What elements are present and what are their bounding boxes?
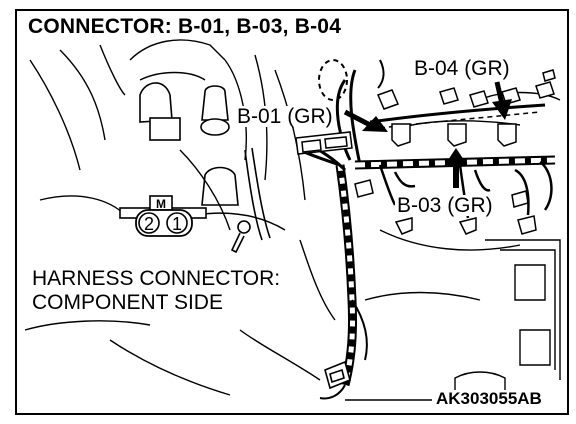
harness-connector-note: HARNESS CONNECTOR: COMPONENT SIDE — [30, 266, 283, 316]
pin-1-label: 1 — [172, 214, 182, 234]
ring-terminal — [230, 220, 251, 254]
connector-tab-label: M — [156, 197, 166, 211]
label-b01: B-01 (GR) — [235, 105, 335, 128]
harness-note-line2: COMPONENT SIDE — [32, 290, 223, 314]
label-b03: B-03 (GR) — [395, 194, 495, 217]
harness-note-line1: HARNESS CONNECTOR: — [32, 267, 281, 290]
diagram-title: CONNECTOR: B-01, B-03, B-04 — [26, 16, 345, 38]
connector-b01 — [295, 131, 374, 198]
pointer-arrows — [343, 81, 512, 188]
label-b04: B-04 (GR) — [412, 57, 512, 80]
dashed-callout — [318, 59, 385, 101]
figure-code: AK303055AB — [434, 389, 544, 408]
connector-blocks — [376, 69, 556, 235]
wire-harness — [299, 69, 556, 400]
connector-face-symbol: M 2 1 — [119, 195, 207, 237]
harness-end-connector — [324, 360, 351, 390]
pin-2-label: 2 — [144, 214, 154, 234]
hose-fittings — [139, 82, 271, 241]
